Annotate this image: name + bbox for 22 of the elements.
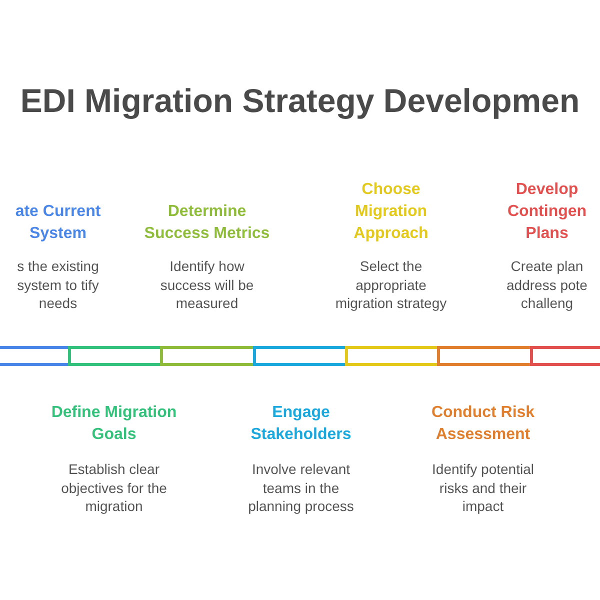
timeline-segment xyxy=(68,346,160,366)
step-description: Establish clear objectives for the migration xyxy=(60,460,168,516)
step-heading: Define Migration Goals xyxy=(50,403,178,445)
step-heading: Engage Stakeholders xyxy=(250,403,352,445)
timeline-segment xyxy=(437,346,530,366)
timeline-segment xyxy=(345,346,437,366)
step-description: Involve relevant teams in the planning process xyxy=(247,460,355,516)
step-heading: Determine Success Metrics xyxy=(143,202,271,244)
step-heading: Choose Migration Approach xyxy=(352,180,430,244)
timeline-segment xyxy=(530,346,600,366)
title: EDI Migration Strategy Developmen xyxy=(19,82,581,120)
step-description: Identify how success will be measured xyxy=(159,257,255,312)
timeline-segment xyxy=(253,346,345,366)
step-heading: Conduct Risk Assessment xyxy=(430,403,536,445)
timeline-segment xyxy=(0,346,68,366)
step-description: Select the appropriate migration strategy xyxy=(334,257,448,312)
step-description: Identify potential risks and their impact xyxy=(431,460,535,516)
step-description: Create plan address pote challeng xyxy=(506,257,588,312)
step-heading: ate Current System xyxy=(14,202,102,244)
step-description: s the existing system to tify needs xyxy=(16,257,100,312)
timeline-segment xyxy=(160,346,253,366)
step-heading: Develop Contingen Plans xyxy=(506,180,588,244)
